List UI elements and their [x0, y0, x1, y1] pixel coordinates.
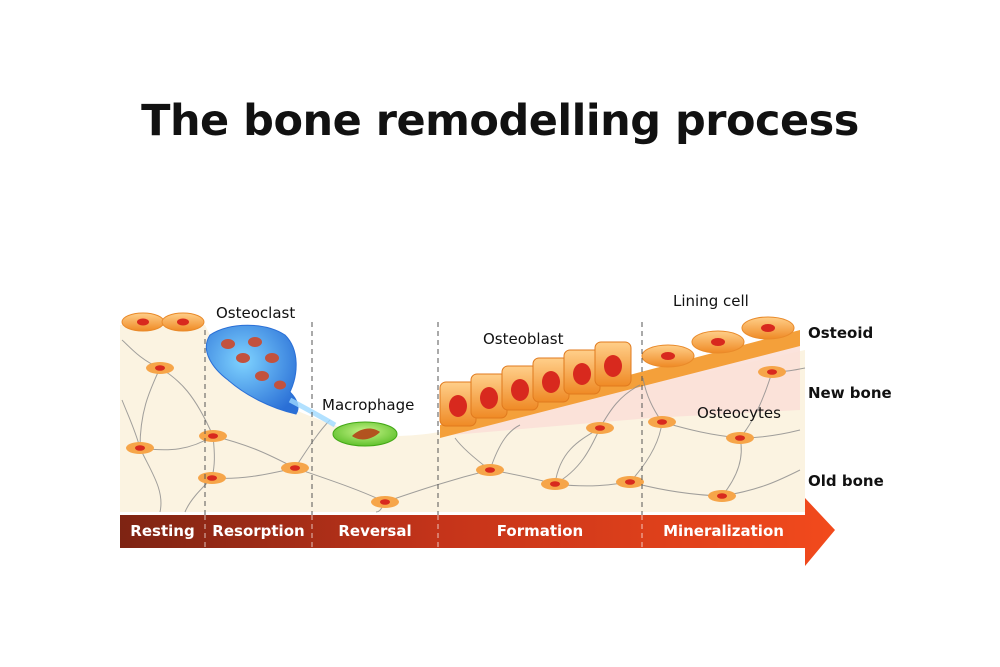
osteoblast-cells — [439, 341, 632, 427]
phase-mineralization: Mineralization — [663, 522, 784, 540]
resting-lining-cells — [121, 312, 205, 332]
macrophage-cell — [332, 421, 398, 447]
phase-resting: Resting — [130, 522, 195, 540]
osteoid-layer-label: Osteoid — [808, 324, 874, 342]
diagram-title: The bone remodelling process — [141, 96, 859, 146]
timeline-arrow — [120, 498, 835, 566]
phase-dividers — [204, 322, 643, 548]
osteoclast-label: Osteoclast — [216, 304, 296, 322]
phase-formation: Formation — [496, 522, 584, 540]
new-bone-layer-label: New bone — [808, 384, 892, 402]
phase-resorption: Resorption — [212, 522, 305, 540]
macrophage-label: Macrophage — [322, 396, 415, 414]
osteocytes — [126, 362, 786, 508]
osteoclast-cell — [205, 324, 337, 428]
lining-cells — [641, 316, 795, 368]
phase-reversal: Reversal — [338, 522, 412, 540]
osteocytes-label: Osteocytes — [697, 404, 781, 422]
osteoblast-label: Osteoblast — [483, 330, 564, 348]
old-bone-layer-label: Old bone — [808, 472, 884, 490]
lining-cell-label: Lining cell — [673, 292, 749, 310]
